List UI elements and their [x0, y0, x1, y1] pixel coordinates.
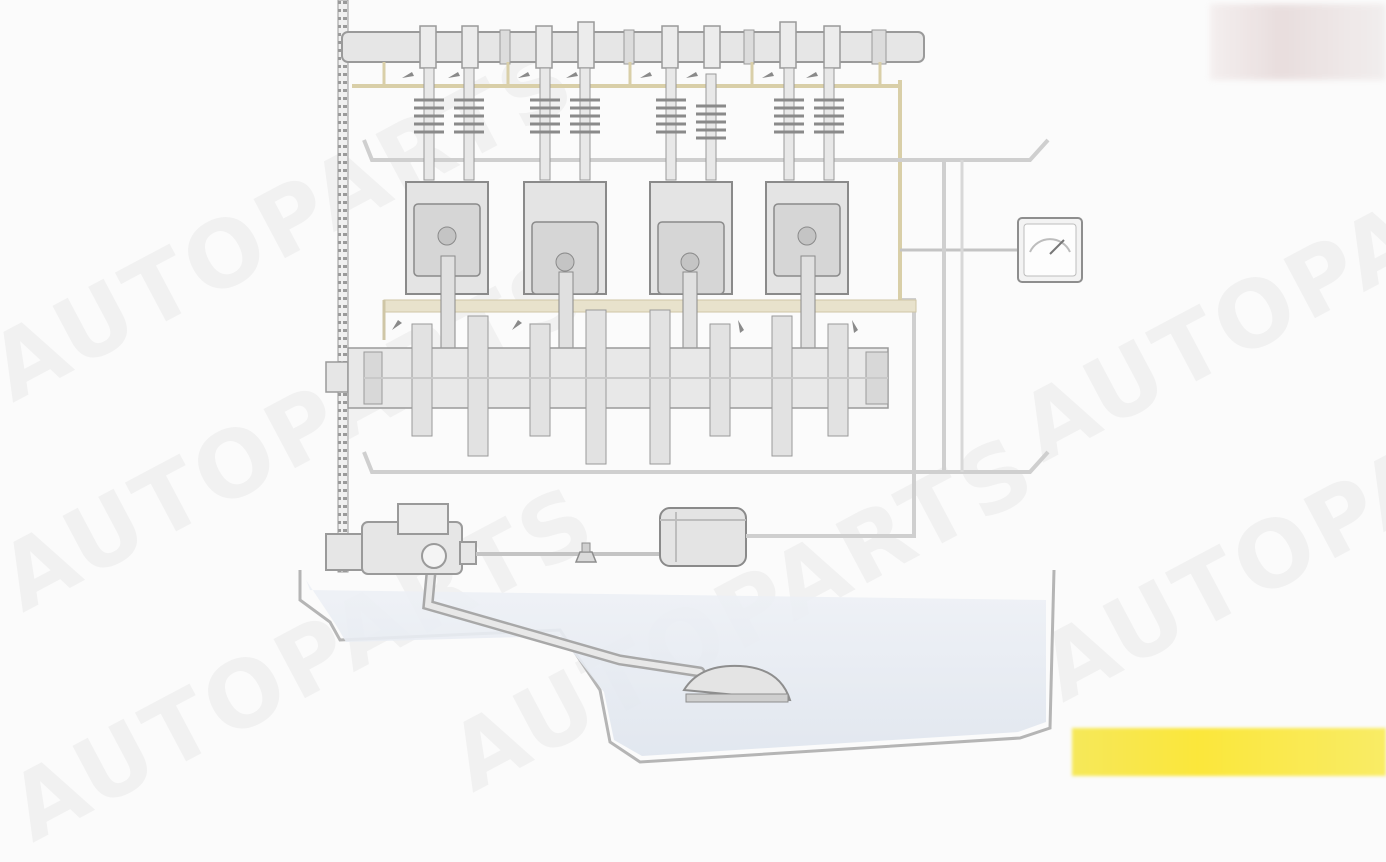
valve: [696, 74, 726, 180]
timing-chain: [338, 0, 348, 572]
cam-lobe: [662, 26, 678, 68]
cam-lobe: [704, 26, 720, 68]
cam-lobe: [780, 22, 796, 68]
crank-web: [530, 324, 550, 436]
video-thumbnail-overlay: [1210, 4, 1386, 80]
relief-valve-icon: [576, 552, 596, 562]
diagram-canvas: [0, 0, 1386, 776]
cam-lobe: [824, 26, 840, 68]
cam-bearing: [500, 30, 510, 64]
cam-bearing: [872, 30, 886, 64]
crank-web: [828, 324, 848, 436]
connecting-rod: [441, 256, 455, 352]
crank-web: [412, 324, 432, 436]
oil-feed-line: [476, 543, 660, 562]
connecting-rod: [801, 256, 815, 352]
crank-web: [586, 310, 606, 464]
cam-lobe: [462, 26, 478, 68]
crank-web: [650, 310, 670, 464]
camshaft: [342, 22, 924, 68]
cam-lobe: [420, 26, 436, 68]
cam-bearing: [624, 30, 634, 64]
cam-bearing: [744, 30, 754, 64]
oil-filter: [660, 508, 746, 566]
crank-web: [710, 324, 730, 436]
cam-lobe: [536, 26, 552, 68]
cam-lobe: [578, 22, 594, 68]
oil-pressure-gauge: [1018, 218, 1082, 282]
crank-web: [772, 316, 792, 456]
crank-web: [468, 316, 488, 456]
caption-bar: [1072, 728, 1386, 776]
engine-lubrication-diagram: AUTOPARTS AUTOPARTS AUTOPARTS AUTOPARTS …: [0, 0, 1386, 776]
